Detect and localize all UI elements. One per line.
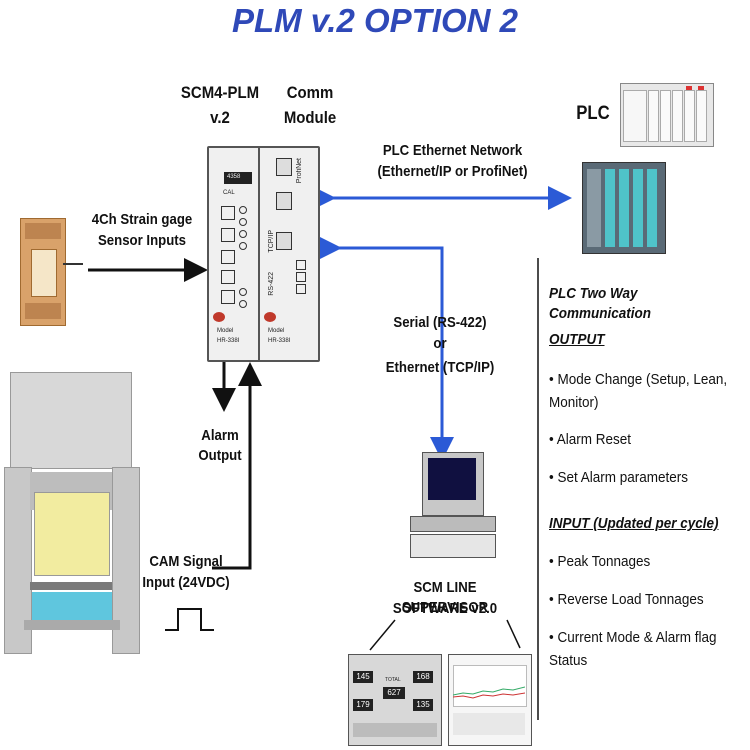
led-2 [239, 218, 247, 226]
ethernet-port-1 [276, 158, 292, 176]
output-item-2: • Alarm Reset [549, 431, 632, 448]
pulse-symbol [165, 608, 214, 631]
profinet-label: ProfiNet [296, 158, 303, 184]
led-4 [239, 242, 247, 250]
strain-gage-sensor [20, 218, 83, 326]
software-label-1: SCM LINE SUPERVISOR [401, 579, 489, 616]
diagram-title: PLM v.2 OPTION 2 [231, 2, 519, 39]
press-machine [4, 372, 140, 654]
plc-network-label-1: PLC Ethernet Network [382, 142, 523, 159]
scm4-plm-version-label: v.2 [210, 108, 230, 127]
select-key [221, 250, 235, 264]
led-6 [239, 300, 247, 308]
model-label-1: Model [217, 328, 234, 334]
module-label: Module [283, 108, 337, 127]
trend-plot [453, 686, 525, 699]
reset-key [221, 290, 235, 304]
serial-label-1: Serial (RS-422) [393, 314, 487, 331]
software-label-2: SOFTWARE v2.0 [392, 600, 498, 617]
value-tile-1: 145 [353, 671, 373, 683]
input-item-2: • Reverse Load Tonnages [549, 591, 704, 608]
rs422-label-wrap: RS-422 [268, 272, 278, 312]
serial-label-2: or [433, 335, 447, 352]
model-number-2: HR-338I [268, 338, 291, 344]
output-heading: OUTPUT [549, 331, 605, 348]
model-number-1: HR-338I [217, 338, 240, 344]
ethernet-port-2 [276, 192, 292, 210]
total-label: TOTAL [385, 677, 401, 683]
value-tile-total: 627 [383, 687, 405, 699]
led-1 [239, 206, 247, 214]
cam-signal-line [212, 362, 262, 570]
callout-line-right [506, 619, 521, 649]
recall-key [221, 270, 235, 284]
input-heading: INPUT (Updated per cycle) [549, 515, 719, 532]
cam-label-1: CAM Signal [149, 553, 223, 570]
cam-label-2: Input (24VDC) [142, 574, 230, 591]
serial-line [318, 236, 454, 461]
software-screenshot-trend [448, 654, 532, 746]
value-tile-3: 179 [353, 699, 373, 711]
panel-heading: PLC Two Way Communication [549, 285, 652, 322]
led-3 [239, 230, 247, 238]
terminal-2 [296, 272, 306, 282]
comm-label: Comm [286, 83, 334, 102]
callout-line-left [369, 619, 396, 651]
profinet-label-wrap: ProfiNet [296, 158, 306, 218]
rs422-label: RS-422 [268, 272, 275, 296]
terminal-1 [296, 260, 306, 270]
value-tile-4: 135 [413, 699, 433, 711]
alarm-label-2: Output [198, 447, 242, 464]
plc-rack [620, 83, 714, 147]
scm4-plm-module: 4358 CAL Model HR-338I [207, 146, 261, 362]
software-screenshot-tonnage: 145 168 TOTAL 627 179 135 [348, 654, 442, 746]
cal-label: CAL [223, 190, 235, 196]
input-item-3: • Current Mode & Alarm flag [549, 629, 717, 646]
comm-module: ProfiNet TCP/IP RS-422 Model HR-338I [258, 146, 320, 362]
sensor-label-1: 4Ch Strain gage [91, 211, 193, 228]
terminal-3 [296, 284, 306, 294]
output-item-3: • Set Alarm parameters [549, 469, 689, 486]
tcpip-label: TCP/IP [268, 230, 275, 253]
down-key [221, 228, 235, 242]
scm4-plm-label: SCM4-PLM [180, 83, 260, 102]
sensor-label-2: Sensor Inputs [97, 232, 186, 249]
plc-unit [582, 162, 666, 254]
module-display: 4358 [224, 172, 252, 184]
ethernet-port-3 [276, 232, 292, 250]
plc-label: PLC [576, 103, 610, 124]
up-key [221, 206, 235, 220]
alarm-label-1: Alarm [201, 427, 239, 444]
serial-label-3: Ethernet (TCP/IP) [385, 359, 495, 376]
output-item-1: • Mode Change (Setup, Lean, [549, 371, 728, 388]
logo [213, 312, 225, 322]
input-item-3b: Status [549, 652, 588, 669]
computer [410, 450, 500, 560]
value-tile-2: 168 [413, 671, 433, 683]
model-label-2: Model [268, 328, 285, 334]
tcpip-label-wrap: TCP/IP [268, 230, 278, 270]
output-item-1b: Monitor) [549, 394, 599, 411]
plc-network-label-2: (Ethernet/IP or ProfiNet) [377, 163, 528, 180]
input-item-1: • Peak Tonnages [549, 553, 651, 570]
led-5 [239, 288, 247, 296]
logo [264, 312, 276, 322]
